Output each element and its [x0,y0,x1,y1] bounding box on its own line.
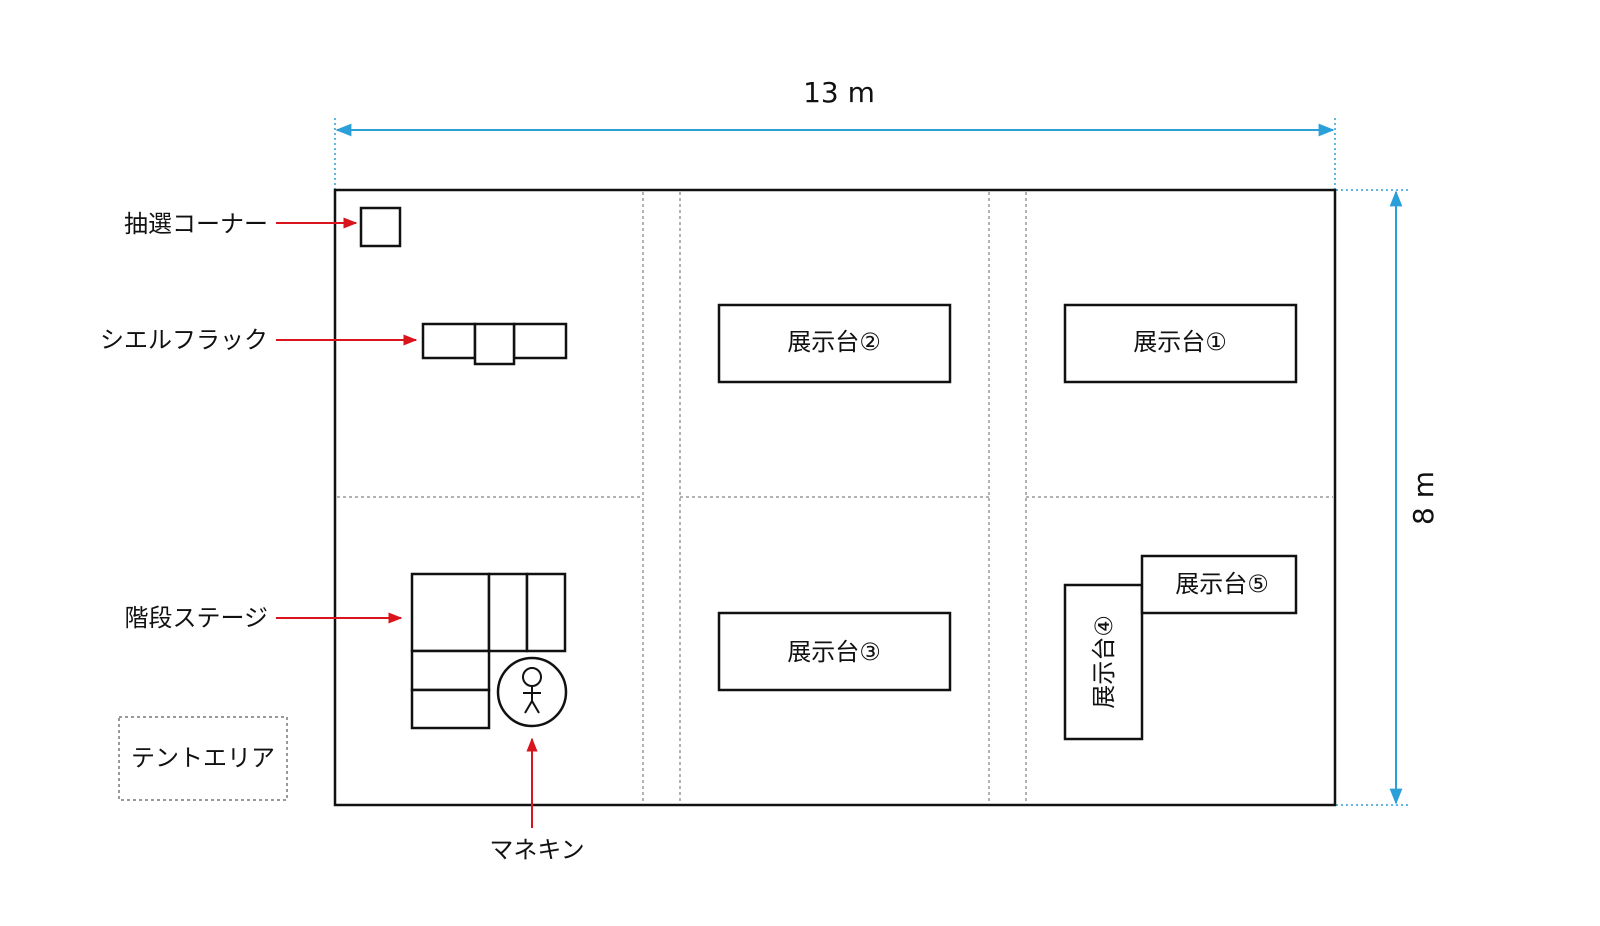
venue-outline [333,188,1337,807]
tent-area [118,716,288,801]
display-table-1-label: 展示台① [1133,328,1227,356]
display-table-5: 展示台⑤ [1140,554,1298,615]
lottery-corner-box [359,206,402,248]
mannequin-icon [496,656,568,728]
display-table-2: 展示台② [717,303,952,384]
width-dimension: 13 m [334,76,1336,190]
stair-stage-label: 階段ステージ [124,604,268,632]
display-table-4-label: 展示台④ [1090,615,1118,709]
display-table-5-label: 展示台⑤ [1175,570,1269,598]
lottery-corner-label: 抽選コーナー [124,210,268,238]
display-table-4: 展示台④ [1063,583,1144,741]
display-table-3: 展示台③ [717,611,952,692]
display-table-2-label: 展示台② [787,328,881,356]
tent-area-label: テントエリア [131,744,275,772]
shelf-rack-label: シエルフラック [100,326,268,354]
shelf-rack [421,322,568,366]
height-label: 8 m [1407,471,1440,525]
display-table-3-label: 展示台③ [787,638,881,666]
stair-stage [410,572,567,730]
mannequin-label: マネキン [489,836,584,864]
height-dimension: 8 m [1336,189,1440,806]
zone-dividers [337,192,1333,803]
width-label: 13 m [803,76,875,109]
display-table-1: 展示台① [1063,303,1298,384]
